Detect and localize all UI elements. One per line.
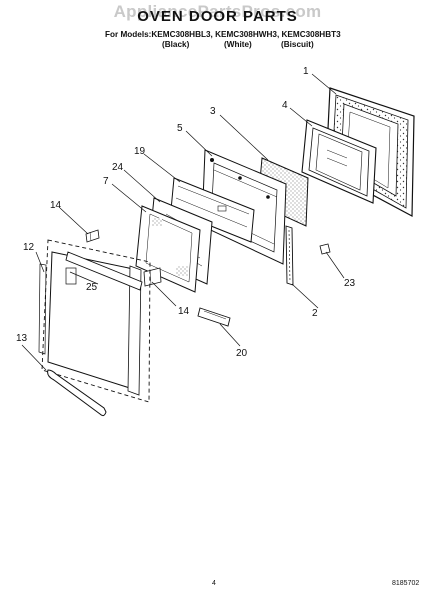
callout-14-lower: 14: [178, 306, 190, 317]
callout-14-upper: 14: [50, 200, 62, 211]
leader-lines: [21, 73, 345, 371]
part-20-vent-trim: [197, 307, 231, 327]
part-2-hinge-rod: [285, 225, 294, 286]
part-12-door-assembly: [38, 239, 151, 403]
page-number: 4: [212, 580, 216, 587]
variant-white: (White): [224, 40, 252, 49]
callout-13: 13: [16, 333, 28, 344]
callout-1: 1: [303, 66, 309, 77]
callout-12: 12: [23, 242, 35, 253]
callout-19: 19: [134, 146, 146, 157]
callout-25: 25: [86, 282, 98, 293]
variant-black: (Black): [162, 40, 190, 49]
callout-5: 5: [177, 123, 183, 134]
part-23-clip: [319, 243, 331, 255]
callout-3: 3: [210, 106, 216, 117]
document-number: 8185702: [392, 580, 420, 587]
part-4-door-frame: [301, 119, 377, 204]
part-19-insulation-shield: [170, 177, 255, 243]
callout-4: 4: [282, 100, 288, 111]
callout-24: 24: [112, 162, 124, 173]
callout-23: 23: [344, 278, 356, 289]
callout-20: 20: [236, 348, 248, 359]
models-line: For Models:KEMC308HBL3, KEMC308HWH3, KEM…: [105, 30, 341, 39]
page-title: OVEN DOOR PARTS: [137, 8, 298, 25]
part-14-hinge-upper: [85, 229, 100, 243]
part-13-bottom-trim: [47, 369, 107, 417]
callout-2: 2: [312, 308, 318, 319]
callout-7: 7: [103, 176, 109, 187]
watermark: AppliancePartsPros.com: [113, 2, 322, 21]
part-25-handle-trim: [65, 251, 143, 291]
variant-biscuit: (Biscuit): [281, 40, 314, 49]
